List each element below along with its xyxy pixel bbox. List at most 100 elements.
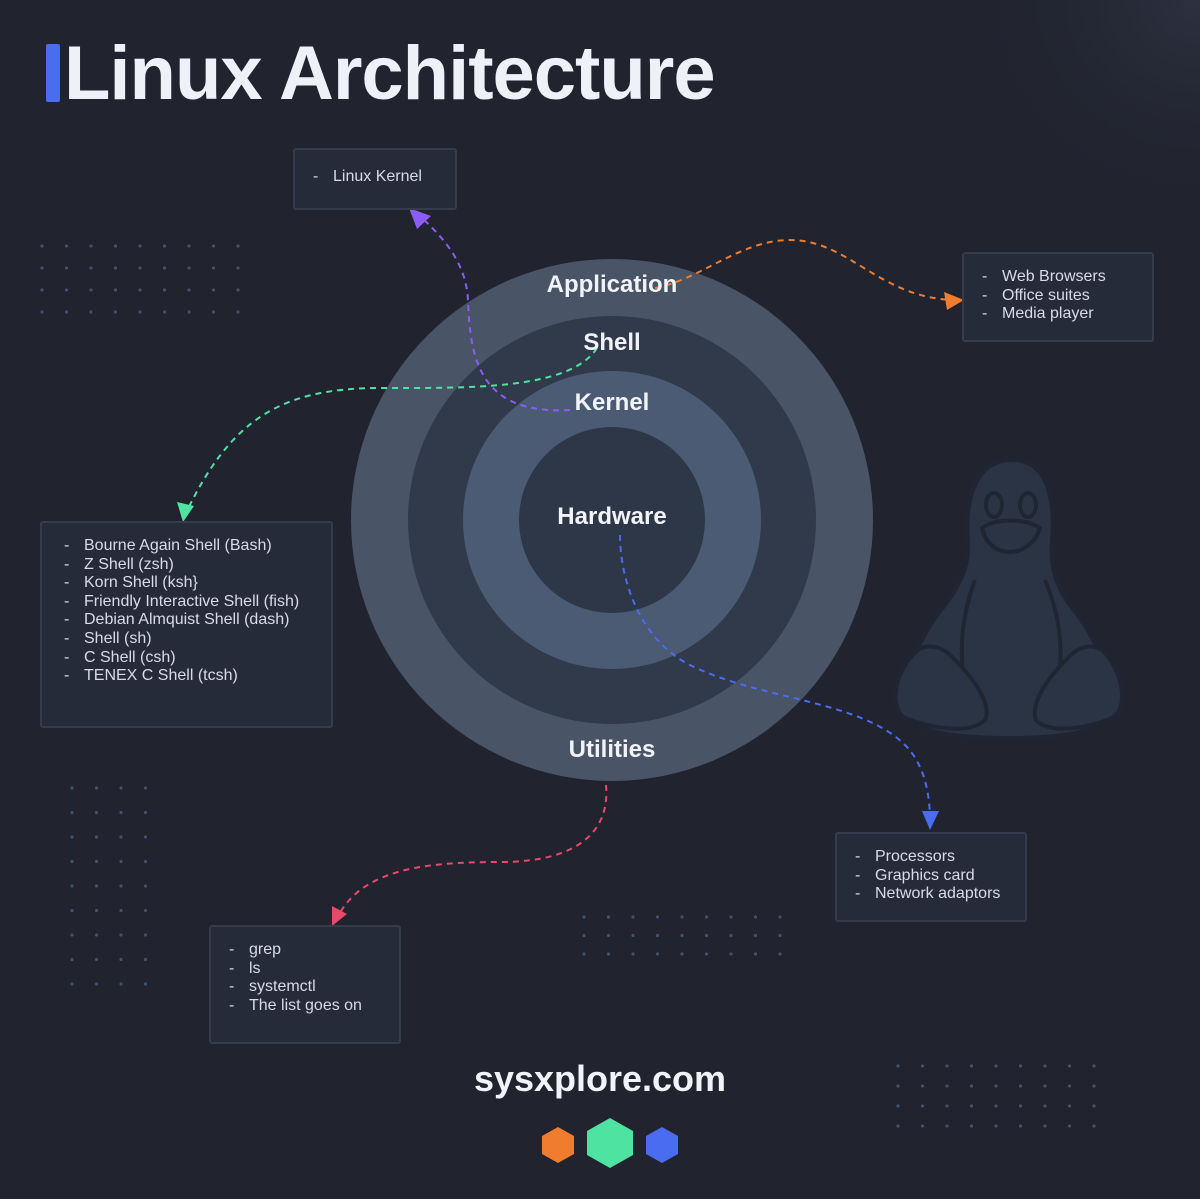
decor-dot: [211, 266, 216, 270]
decor-dot: [778, 952, 782, 956]
decor-dot: [162, 266, 167, 270]
decor-dot: [236, 244, 240, 248]
decor-dot: [138, 288, 142, 292]
decor-dot: [778, 915, 782, 919]
decor-dot: [211, 288, 216, 292]
decor-dot: [64, 288, 69, 292]
decor-dot: [945, 1084, 949, 1088]
decor-dot: [945, 1064, 949, 1068]
decor-dot: [187, 244, 191, 248]
list-item: Network adaptors: [855, 885, 1025, 904]
decor-dot: [1067, 1124, 1072, 1128]
hardware-arrowhead-icon: [922, 811, 939, 830]
decor-dot: [119, 982, 123, 986]
decor-dot: [119, 835, 123, 839]
decor-dot: [1092, 1064, 1096, 1068]
decor-dot: [920, 1084, 925, 1088]
kernel-list: Linux Kernel: [313, 168, 455, 187]
decor-dot: [113, 288, 118, 292]
decor-dot: [631, 952, 635, 956]
decor-dot: [994, 1124, 998, 1128]
decor-dot: [631, 915, 635, 919]
applications-info-box: Web Browsers Office suites Media player: [962, 252, 1154, 342]
decor-dot: [680, 933, 684, 938]
title-accent-bar: [46, 44, 60, 102]
decor-dot: [94, 859, 99, 864]
list-item: Shell (sh): [64, 630, 331, 649]
decor-dot: [729, 915, 733, 919]
decor-dot: [969, 1124, 974, 1128]
list-item: Graphics card: [855, 867, 1025, 886]
decor-dot: [40, 244, 44, 248]
utilities-list: grep ls systemctl The list goes on: [229, 941, 399, 1015]
decor-dot: [70, 835, 74, 839]
applications-list: Web Browsers Office suites Media player: [982, 268, 1152, 324]
list-item: C Shell (csh): [64, 649, 331, 668]
decor-dot: [40, 266, 44, 270]
decor-dot: [945, 1124, 949, 1128]
decor-dot: [40, 288, 44, 292]
list-item: grep: [229, 941, 399, 960]
decor-dot: [94, 957, 99, 962]
decor-dot: [119, 884, 123, 888]
corner-texture: [960, 0, 1200, 220]
decor-dot: [143, 810, 148, 815]
decor-dot: [211, 244, 216, 248]
decor-dot: [680, 915, 684, 919]
decor-dot: [119, 908, 123, 913]
page-title: Linux Architecture: [64, 31, 716, 116]
decor-dot: [704, 933, 709, 938]
kernel-connector: [419, 215, 571, 412]
list-item: systemctl: [229, 978, 399, 997]
decor-dot: [40, 310, 44, 314]
ring-label-shell: Shell: [583, 329, 641, 356]
decor-dot: [70, 933, 74, 937]
utilities-connector: [335, 784, 608, 921]
decor-dot: [1018, 1064, 1023, 1068]
decor-dot: [119, 933, 123, 937]
shells-list: Bourne Again Shell (Bash) Z Shell (zsh) …: [64, 537, 331, 686]
list-item: ls: [229, 960, 399, 979]
decor-dot: [1067, 1064, 1072, 1068]
decor-dot: [1092, 1124, 1096, 1128]
list-item: Debian Almquist Shell (dash): [64, 611, 331, 630]
decor-dot: [162, 244, 167, 248]
decor-dot: [1018, 1084, 1023, 1088]
decor-dot: [89, 266, 93, 270]
ring-label-application: Application: [546, 271, 678, 298]
decor-dot: [582, 933, 586, 938]
decor-dot: [187, 266, 191, 270]
decor-dot: [920, 1104, 925, 1108]
decor-dot: [1043, 1124, 1047, 1128]
decor-dot: [1018, 1124, 1023, 1128]
decor-dot: [138, 244, 142, 248]
list-item: The list goes on: [229, 997, 399, 1016]
list-item: Processors: [855, 848, 1025, 867]
decor-dot: [896, 1124, 900, 1128]
decor-dot: [94, 908, 99, 913]
dot-grids: [40, 244, 1096, 1128]
decor-dot: [143, 786, 148, 790]
decor-dot: [187, 310, 191, 314]
decor-dot: [236, 310, 240, 314]
utilities-info-box: grep ls systemctl The list goes on: [209, 925, 401, 1044]
decor-dot: [753, 915, 758, 919]
decor-dot: [89, 310, 93, 314]
decor-dot: [631, 933, 635, 938]
decor-dot: [606, 933, 611, 938]
decor-dot: [655, 915, 660, 919]
list-item: Media player: [982, 305, 1152, 324]
decor-dot: [70, 884, 74, 888]
list-item: Office suites: [982, 287, 1152, 306]
shell-arrowhead-icon: [177, 502, 194, 522]
orange-hexagon-icon: [542, 1127, 574, 1163]
decor-dot: [582, 952, 586, 956]
blue-hexagon-icon: [646, 1127, 678, 1163]
shells-info-box: Bourne Again Shell (Bash) Z Shell (zsh) …: [40, 521, 333, 728]
decor-dot: [945, 1104, 949, 1108]
decor-dot: [113, 310, 118, 314]
decor-dot: [138, 310, 142, 314]
hardware-connector: [619, 534, 931, 823]
decor-dot: [138, 266, 142, 270]
